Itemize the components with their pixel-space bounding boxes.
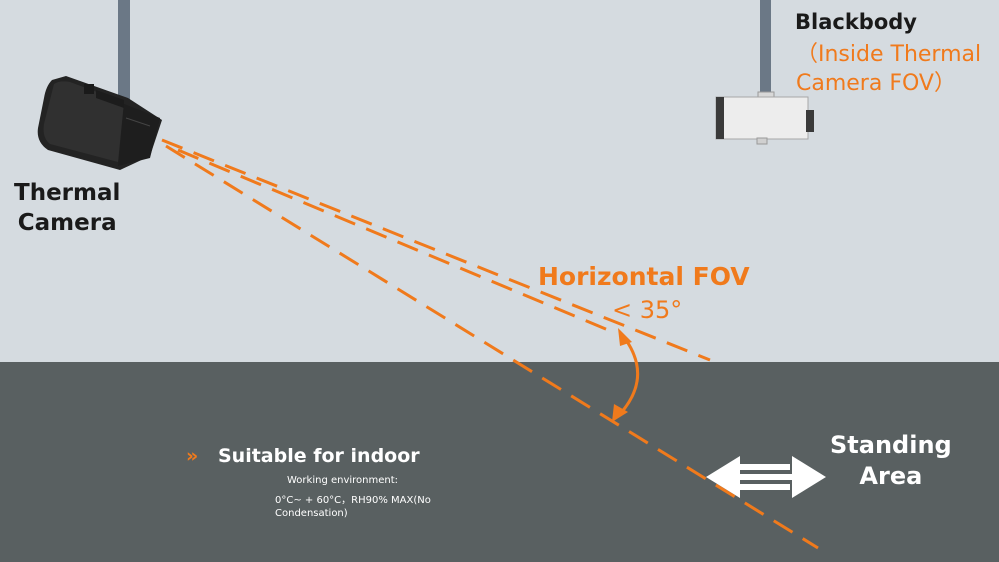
blackbody-device-icon [715, 91, 814, 145]
floor-background [0, 362, 999, 562]
thermal-camera-icon [37, 76, 162, 170]
fov-lower-line [165, 144, 819, 550]
blackbody-label: Blackbody [795, 10, 917, 34]
working-environment-label: Working environment: [287, 475, 399, 486]
wall-background [0, 0, 999, 362]
blackbody-sub-line1: （Inside Thermal [796, 42, 982, 67]
blackbody-sub-line2: Camera FOV） [796, 71, 956, 96]
standing-area-line1: Standing [830, 431, 952, 459]
thermal-camera-label-line2: Camera [17, 210, 117, 236]
fov-middle-line [177, 148, 609, 332]
blackbody-sub-label: （Inside Thermal Camera FOV） [796, 40, 981, 98]
fov-title: Horizontal FOV [538, 262, 750, 291]
working-environment-value-line2: Condensation) [275, 508, 348, 519]
camera-mount-pole [118, 0, 130, 100]
fov-angle: < 35° [612, 296, 683, 324]
blackbody-mount-pole [760, 0, 771, 98]
standing-area-line2: Area [859, 462, 923, 490]
working-environment-value: 0°C~ + 60°C，RH90% MAX(No [275, 495, 431, 506]
thermal-camera-label-line1: Thermal [14, 180, 121, 206]
standing-arrows-icon [706, 456, 826, 498]
double-chevron-icon: » [186, 445, 198, 467]
fov-upper-line [161, 138, 711, 362]
standing-area-label: Standing Area [830, 430, 952, 492]
thermal-camera-label: Thermal Camera [14, 178, 120, 238]
angle-arrow-icon [612, 328, 640, 422]
indoor-title: Suitable for indoor [218, 445, 420, 467]
fov-lines [161, 138, 819, 550]
